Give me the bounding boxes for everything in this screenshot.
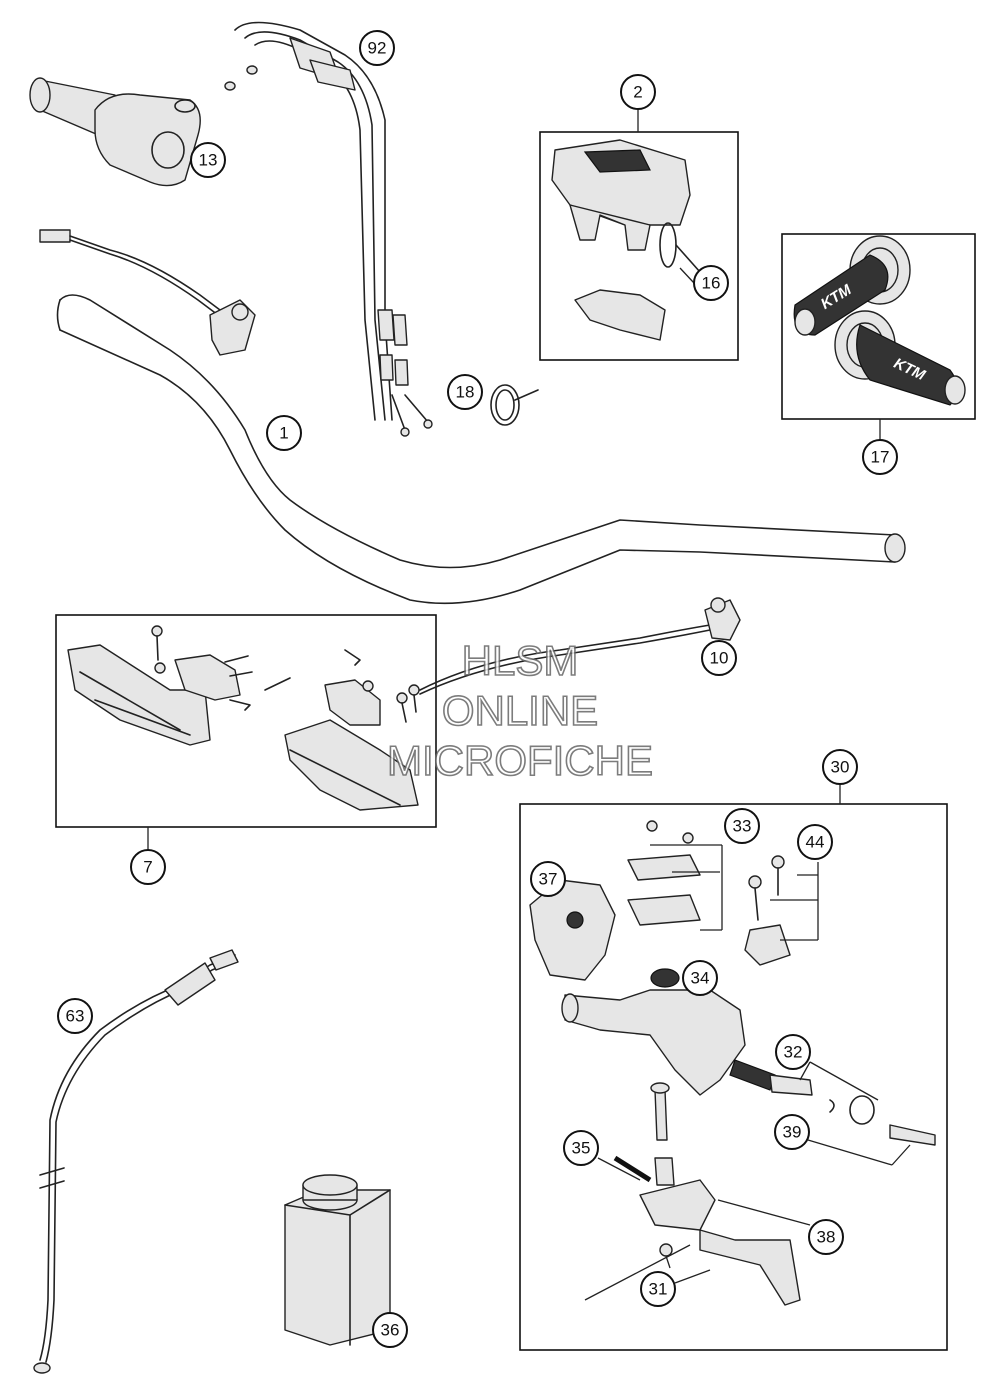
svg-text:35: 35: [572, 1139, 591, 1158]
callout-34: 34: [682, 960, 718, 996]
svg-text:17: 17: [871, 448, 890, 467]
svg-text:2: 2: [633, 83, 642, 102]
fluid-bottle-part: [284, 1174, 391, 1346]
callout-39: 39: [774, 1114, 810, 1150]
svg-text:18: 18: [456, 383, 475, 402]
callout-31: 31: [640, 1271, 676, 1307]
handlebar-pad-part: [551, 139, 701, 341]
callout-16: 16: [693, 265, 729, 301]
handguards-part: [67, 625, 420, 811]
callout-18: 18: [447, 374, 483, 410]
svg-text:16: 16: [702, 274, 721, 293]
box-grips: [781, 233, 976, 420]
watermark: HLSM ONLINE MICROFICHE: [386, 636, 654, 785]
callout-2: 2: [620, 74, 656, 110]
hot-start-cable-part: [419, 597, 741, 695]
cable-tie-part: [490, 384, 539, 426]
callout-30: 30: [822, 749, 858, 785]
svg-text:7: 7: [143, 858, 152, 877]
svg-text:33: 33: [733, 817, 752, 836]
svg-text:34: 34: [691, 969, 710, 988]
svg-text:13: 13: [199, 151, 218, 170]
box-clutch-assembly: [519, 803, 948, 1351]
svg-text:92: 92: [368, 39, 387, 58]
callout-92: 92: [359, 30, 395, 66]
kill-switch-part: [39, 229, 256, 356]
svg-text:30: 30: [831, 758, 850, 777]
box-handguards: [55, 614, 437, 828]
callout-63: 63: [57, 998, 93, 1034]
callout-37: 37: [530, 861, 566, 897]
svg-text:44: 44: [806, 833, 825, 852]
callout-33: 33: [724, 808, 760, 844]
throttle-cables-part: [224, 21, 433, 437]
handlebar-part: [56, 294, 906, 605]
leader-lines: [147, 109, 911, 1301]
throttle-grip-part: [29, 77, 201, 187]
callout-7: 7: [130, 849, 166, 885]
svg-text:63: 63: [66, 1007, 85, 1026]
callout-38: 38: [808, 1219, 844, 1255]
svg-text:39: 39: [783, 1123, 802, 1142]
cable-63-part: [33, 949, 239, 1374]
box-handlebar-switch: [539, 131, 739, 361]
svg-text:38: 38: [817, 1228, 836, 1247]
svg-text:1: 1: [279, 424, 288, 443]
clutch-master-cylinder-part: [529, 820, 936, 1306]
svg-text:10: 10: [710, 649, 729, 668]
callout-35: 35: [563, 1130, 599, 1166]
callout-36: 36: [372, 1312, 408, 1348]
callout-17: 17: [862, 439, 898, 475]
svg-text:31: 31: [649, 1280, 668, 1299]
callout-1: 1: [266, 415, 302, 451]
callout-10: 10: [701, 640, 737, 676]
watermark-line-2: ONLINE: [442, 687, 598, 734]
callout-32: 32: [775, 1034, 811, 1070]
watermark-line-1: HLSM: [462, 637, 579, 684]
svg-text:32: 32: [784, 1043, 803, 1062]
callout-44: 44: [797, 824, 833, 860]
grips-part: KTM KTM: [793, 235, 966, 406]
svg-text:37: 37: [539, 870, 558, 889]
svg-text:36: 36: [381, 1321, 400, 1340]
callout-13: 13: [190, 142, 226, 178]
watermark-line-3: MICROFICHE: [387, 737, 653, 784]
